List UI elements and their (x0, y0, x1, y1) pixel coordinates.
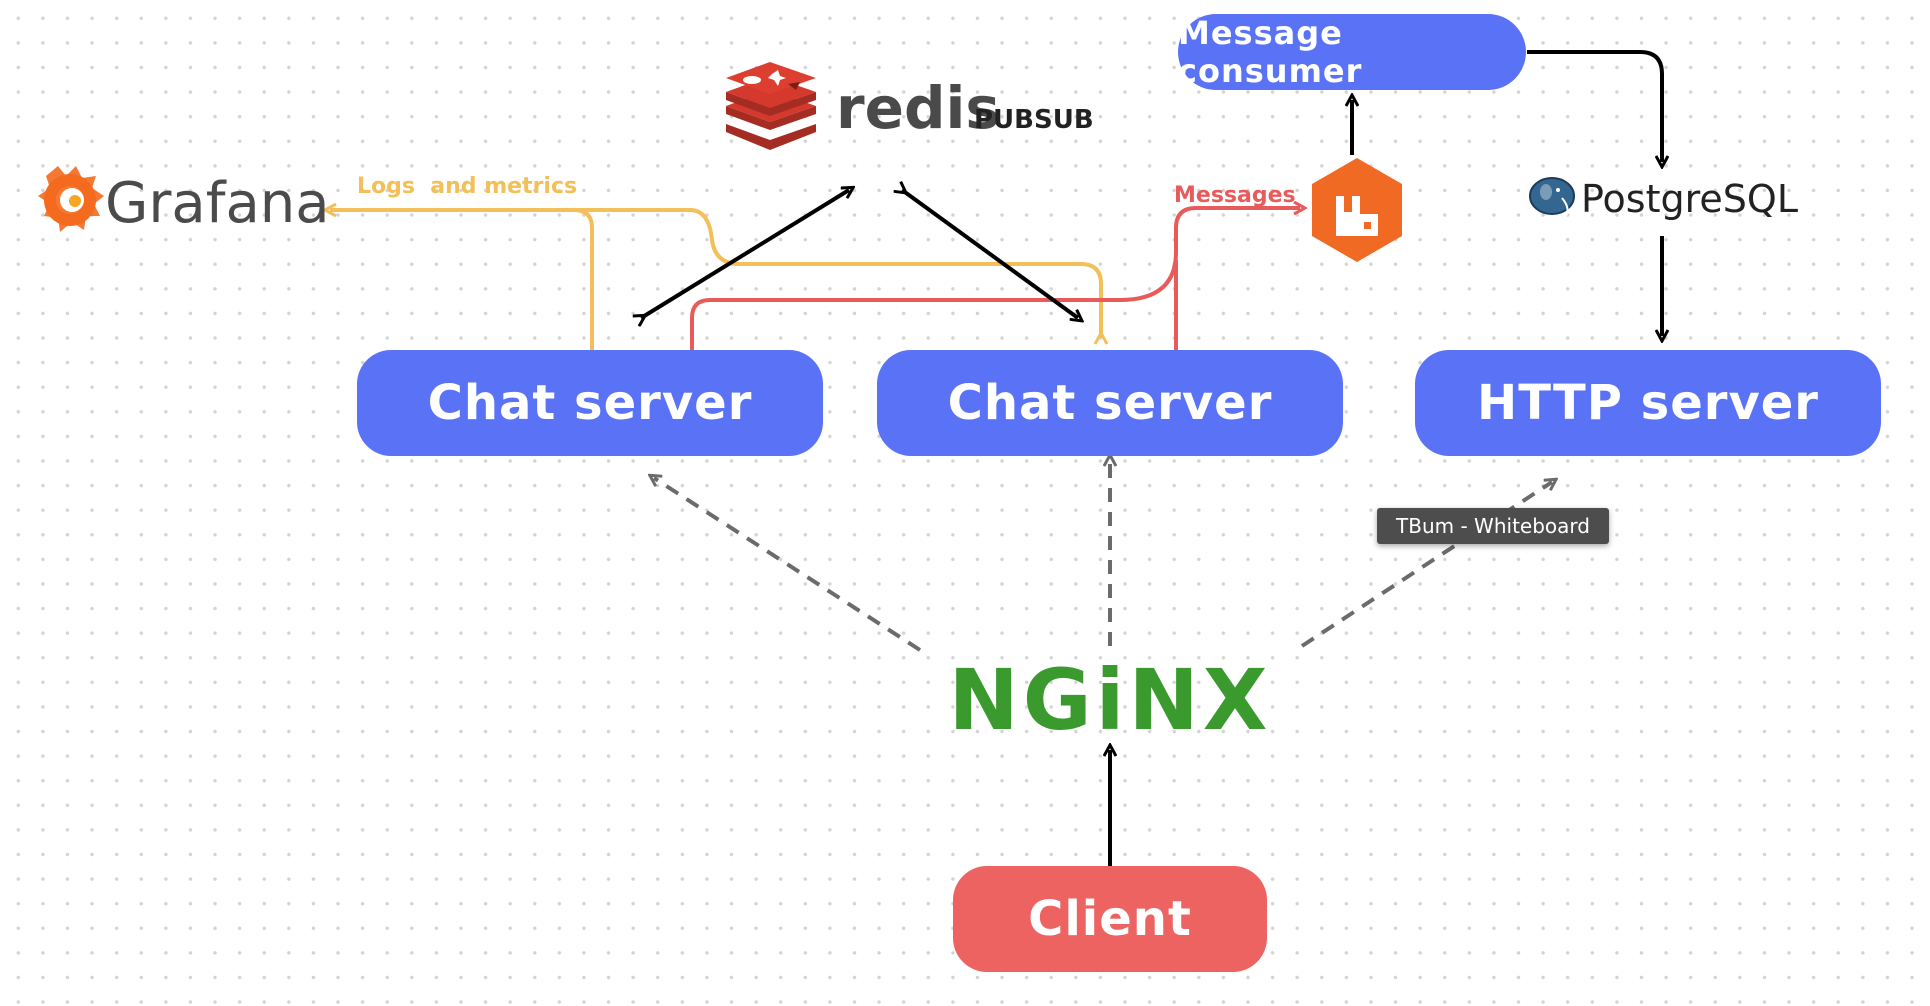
client-node[interactable]: Client (953, 866, 1267, 972)
nginx-to-http-arrow (1300, 482, 1552, 648)
nginx-logo-text: NGiNX (948, 651, 1271, 749)
message-consumer-node[interactable]: Message consumer (1178, 14, 1526, 90)
messages-label: Messages (1174, 183, 1296, 208)
redis-logo-text: redis (836, 74, 1000, 142)
chat-server-1-label: Chat server (427, 375, 753, 431)
grafana-logo-text: Grafana (105, 171, 330, 236)
nginx-to-chat1-arrow (654, 478, 922, 652)
client-label: Client (1028, 891, 1192, 947)
chat-server-1-node[interactable]: Chat server (357, 350, 823, 456)
consumer-to-postgres-arrow (1527, 50, 1662, 162)
chat-server-2-node[interactable]: Chat server (877, 350, 1343, 456)
redis-icon (726, 62, 816, 150)
postgresql-icon (1529, 177, 1575, 219)
grafana-icon (38, 166, 104, 232)
whiteboard-tooltip: TBum - Whiteboard (1377, 508, 1609, 544)
pubsub-arrow-server1 (641, 190, 849, 318)
redis-pubsub-text: PUBSUB (974, 105, 1094, 135)
http-server-node[interactable]: HTTP server (1415, 350, 1881, 456)
tooltip-text: TBum - Whiteboard (1396, 514, 1590, 538)
pubsub-arrow-server2 (902, 190, 1078, 318)
http-server-label: HTTP server (1477, 375, 1819, 431)
logs-metrics-label: Logs and metrics (357, 174, 577, 199)
rabbitmq-icon (1312, 158, 1402, 262)
postgresql-logo-text: PostgreSQL (1581, 177, 1798, 221)
logs-line-to-grafana (330, 210, 594, 358)
message-consumer-label: Message consumer (1178, 14, 1363, 90)
chat-server-2-label: Chat server (947, 375, 1273, 431)
